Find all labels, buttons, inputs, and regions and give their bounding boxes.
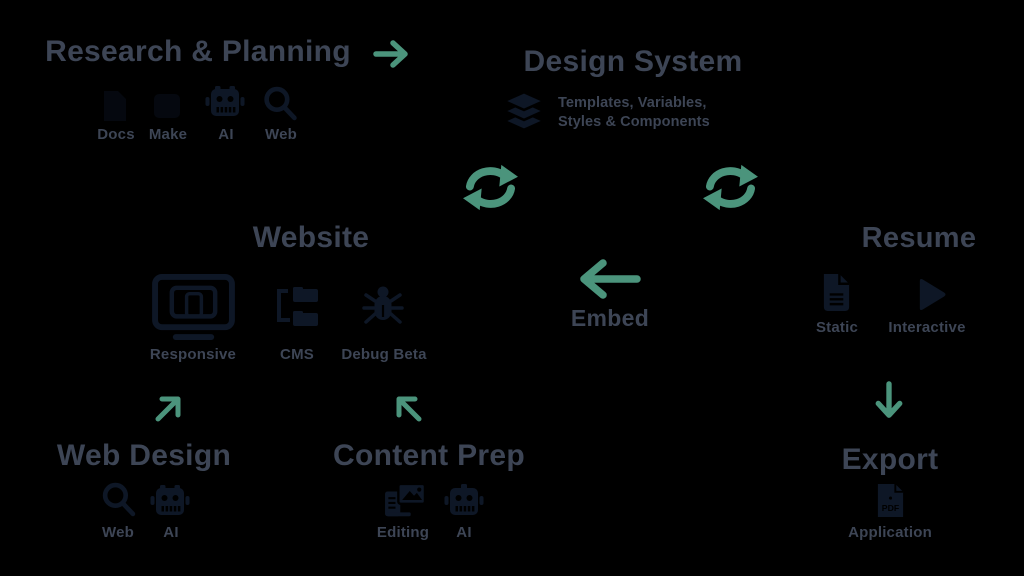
embed-title: Embed [570, 305, 650, 331]
web-design-item-label: AI [163, 524, 179, 541]
content-prep-item-label: Editing [376, 524, 430, 541]
layers-icon [500, 90, 548, 132]
export-item-label: Application [848, 524, 932, 541]
research-planning-title: Research & Planning [45, 35, 351, 68]
svg-text:PDF: PDF [882, 503, 899, 513]
arrow-up-left-icon [394, 394, 424, 424]
website-item-label: CMS [280, 346, 314, 363]
web-design-title: Web Design [56, 439, 232, 472]
sync-icon [462, 161, 519, 214]
research-item-label: Web [265, 126, 297, 143]
research-item-label: AI [218, 126, 234, 143]
design-system-subtitle: Templates, Variables, Styles & Component… [558, 95, 710, 130]
robot-icon [150, 483, 190, 517]
arrow-down-icon [874, 381, 904, 421]
website-title: Website [252, 221, 370, 254]
research-item-label: Docs [97, 126, 135, 143]
resume-item-label: Interactive [888, 319, 966, 336]
resume-item-label: Static [815, 319, 859, 336]
robot-icon [205, 84, 245, 118]
arrow-up-right-icon [153, 394, 183, 424]
content-prep-item-label: AI [456, 524, 472, 541]
sync-icon [702, 161, 759, 214]
robot-icon [444, 483, 484, 517]
website-item-label: Responsive [149, 346, 237, 363]
bug-icon [361, 284, 405, 330]
document-icon [820, 272, 853, 313]
docs-icon [101, 90, 129, 122]
search-icon [101, 482, 136, 518]
make-icon [152, 92, 182, 120]
search-icon [262, 86, 298, 122]
design-system-title: Design System [523, 45, 743, 78]
folder-tree-icon [274, 285, 320, 329]
resume-title: Resume [861, 222, 977, 254]
research-item-label: Make [148, 126, 188, 143]
website-item-label: Debug Beta [341, 346, 427, 363]
responsive-monitor-icon [151, 273, 236, 340]
web-design-item-label: Web [102, 524, 134, 541]
content-prep-title: Content Prep [333, 439, 525, 472]
arrow-right-icon [373, 39, 410, 69]
arrow-left-icon [578, 257, 641, 301]
play-icon [915, 276, 948, 313]
pdf-file-icon: PDF [875, 482, 906, 519]
photo-editing-icon [383, 482, 427, 520]
export-title: Export [841, 443, 939, 476]
